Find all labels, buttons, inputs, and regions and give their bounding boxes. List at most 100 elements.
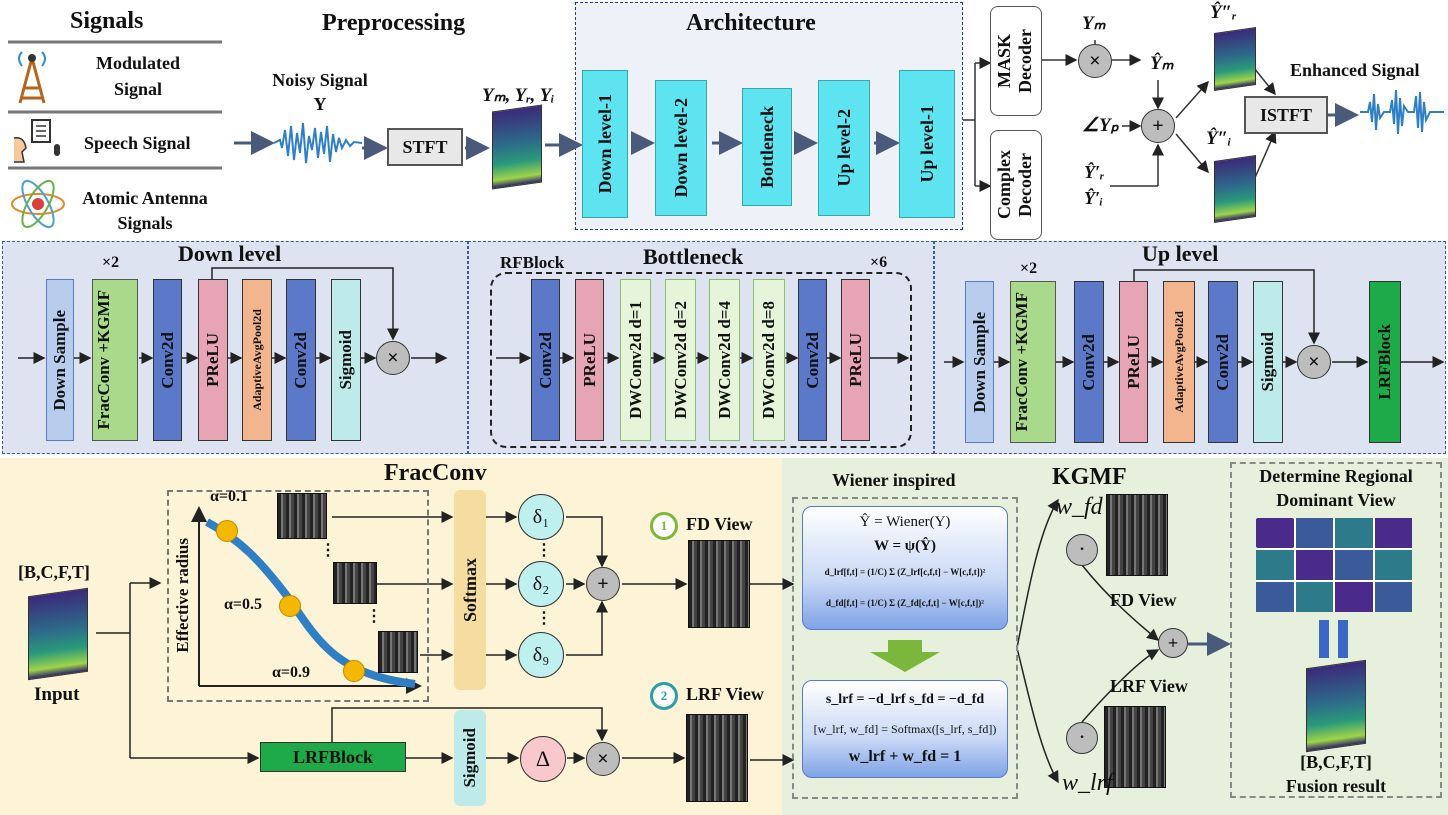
dwconv-d1: DWConv2d d=1 bbox=[620, 279, 651, 441]
fracconv-title: FracConv bbox=[384, 460, 487, 486]
arch-up-level-2: Up level-2 bbox=[818, 80, 870, 216]
radius-plot-box bbox=[167, 490, 429, 702]
input-tensor bbox=[28, 587, 88, 681]
regional-grid bbox=[1256, 518, 1412, 612]
dwconv-d2: DWConv2d d=2 bbox=[665, 279, 696, 441]
yr-dprime-label: Ŷ″ᵣ bbox=[1210, 2, 1237, 23]
effective-radius-axis: Effective radius bbox=[173, 537, 192, 653]
mask-decoder: MASK Decoder bbox=[990, 6, 1042, 116]
speech-icon bbox=[10, 118, 66, 166]
delta-1: δ₁ bbox=[518, 494, 564, 540]
noisy-waveform bbox=[274, 118, 362, 168]
arch-up-level-1: Up level-1 bbox=[899, 70, 955, 218]
alpha-01-marker bbox=[216, 520, 238, 542]
fd-view-label-frac: FD View bbox=[686, 514, 753, 534]
softmax-block: Softmax bbox=[454, 490, 486, 690]
lrf-view-label-frac: LRF View bbox=[686, 684, 764, 704]
wiener-eq-box-1 bbox=[802, 506, 1008, 630]
wiener-eq-5: s_lrf = −d_lrf s_fd = −d_fd bbox=[825, 692, 985, 707]
speech-signal-label: Speech Signal bbox=[84, 133, 191, 153]
down-level-title: Down level bbox=[178, 241, 282, 266]
wiener-eq-7: w_lrf + w_fd = 1 bbox=[848, 748, 962, 765]
bn-conv2d-1: Conv2d bbox=[531, 279, 560, 441]
fusion-result-tensor bbox=[1306, 659, 1366, 753]
adaptive-avgpool-block: AdaptiveAvgPool2d bbox=[242, 279, 272, 441]
yi-spectrogram bbox=[1214, 155, 1256, 223]
dwconv-d4: DWConv2d d=4 bbox=[709, 279, 740, 441]
bottleneck-title: Bottleneck bbox=[643, 244, 744, 269]
architecture-title: Architecture bbox=[686, 10, 816, 36]
signals-title: Signals bbox=[70, 8, 144, 34]
kgmf-fd-cube bbox=[1106, 494, 1168, 576]
wiener-eq-box-2 bbox=[802, 680, 1008, 778]
w-fd-label: w_fd bbox=[1056, 494, 1103, 520]
ymri-label: Yₘ, Yᵣ, Yᵢ bbox=[482, 85, 555, 106]
down-level-mult: ×2 bbox=[102, 254, 120, 271]
up-level-title: Up level bbox=[1142, 241, 1219, 266]
dot-op-lrf: · bbox=[1066, 722, 1098, 754]
ellipsis-2: ⋮ bbox=[366, 608, 382, 625]
add-op-top: + bbox=[1141, 109, 1175, 143]
alpha-05-marker bbox=[279, 595, 301, 617]
delta-capital: Δ bbox=[520, 736, 566, 782]
rfblock-label: RFBlock bbox=[500, 253, 565, 272]
yr-prime-label: Ŷ′ᵣ bbox=[1084, 162, 1105, 182]
lrf-view-logo-icon: 2 bbox=[650, 682, 678, 710]
up-sigmoid-block: Sigmoid bbox=[1253, 281, 1283, 443]
lrfblock-up: LRFBlock bbox=[1369, 281, 1401, 443]
wiener-eq-3: d_lrf[f,t] = (1/C) Σ (Z_lrf[c,f,t] − W[c… bbox=[824, 567, 986, 577]
bn-conv2d-2: Conv2d bbox=[798, 279, 827, 441]
input-label: Input bbox=[34, 684, 80, 705]
delta-ellipsis-1: ⋮ bbox=[536, 542, 552, 559]
yi-dprime-label: Ŷ″ᵢ bbox=[1206, 128, 1232, 149]
atomic-antenna-label: Atomic Antenna Signals bbox=[82, 188, 208, 233]
conv2d-block-2: Conv2d bbox=[286, 279, 316, 441]
noisy-signal-label: Noisy Signal bbox=[272, 70, 368, 90]
multiply-op-up: × bbox=[1297, 345, 1331, 379]
wiener-eq-1: Ŷ = Wiener(Y) bbox=[859, 514, 951, 530]
modulated-signal-label: Modulated Signal bbox=[95, 53, 180, 99]
yi-prime-label: Ŷ′ᵢ bbox=[1084, 188, 1104, 208]
preprocessing-title: Preprocessing bbox=[322, 10, 466, 36]
multiply-op-top: × bbox=[1078, 44, 1112, 78]
add-op-fracconv: + bbox=[586, 567, 620, 601]
dot-op-fd: · bbox=[1066, 534, 1098, 566]
angle-yp-label: ∠Yₚ bbox=[1082, 115, 1119, 136]
up-adaptive-avgpool-block: AdaptiveAvgPool2d bbox=[1163, 281, 1195, 443]
sigmoid-block: Sigmoid bbox=[331, 279, 361, 441]
alpha-09-marker bbox=[343, 660, 365, 682]
istft-box: ISTFT bbox=[1244, 96, 1328, 134]
wiener-eq-4: d_fd[f,t] = (1/C) Σ (Z_fd[c,f,t] − W[c,f… bbox=[826, 598, 984, 608]
delta-2: δ₂ bbox=[518, 561, 564, 607]
kgmf-fd-view-label: FD View bbox=[1110, 590, 1177, 610]
delta-9: δ₉ bbox=[518, 632, 564, 678]
complex-decoder: Complex Decoder bbox=[990, 130, 1042, 240]
wiener-eq-2: W = ψ(Ŷ) bbox=[874, 538, 936, 554]
wiener-box bbox=[792, 497, 1018, 799]
alpha-05-label: α=0.5 bbox=[224, 596, 263, 613]
wiener-title: Wiener inspired bbox=[832, 470, 956, 490]
w-lrf-label: w_lrf bbox=[1062, 770, 1113, 796]
bottleneck-mult: ×6 bbox=[870, 254, 888, 271]
bn-prelu-2: PReLU bbox=[841, 279, 870, 441]
enhanced-waveform bbox=[1360, 84, 1444, 140]
up-conv2d-block-1: Conv2d bbox=[1074, 281, 1104, 443]
kernel-cube-2 bbox=[333, 562, 377, 604]
alpha-01-label: α=0.1 bbox=[210, 488, 249, 505]
stft-box: STFT bbox=[387, 128, 463, 166]
kgmf-lrf-cube bbox=[1104, 706, 1166, 788]
arch-bottleneck: Bottleneck bbox=[742, 88, 792, 206]
enhanced-signal-label: Enhanced Signal bbox=[1290, 60, 1420, 80]
up-level-mult: ×2 bbox=[1020, 260, 1038, 277]
alpha-09-label: α=0.9 bbox=[272, 664, 311, 681]
up-conv2d-block-2: Conv2d bbox=[1208, 281, 1238, 443]
arch-down-level-1: Down level-1 bbox=[582, 70, 628, 218]
fracconv-kgmf-block: FracConv +KGMF bbox=[92, 279, 138, 441]
ellipsis-1: ⋮ bbox=[320, 542, 336, 559]
fd-view-logo-icon: 1 bbox=[650, 512, 678, 540]
ym-label: Yₘ bbox=[1082, 13, 1106, 34]
conv2d-block-1: Conv2d bbox=[153, 279, 182, 441]
regional-box bbox=[1230, 462, 1442, 798]
spectrogram-image bbox=[492, 104, 542, 190]
sigmoid-frac: Sigmoid bbox=[454, 710, 486, 806]
